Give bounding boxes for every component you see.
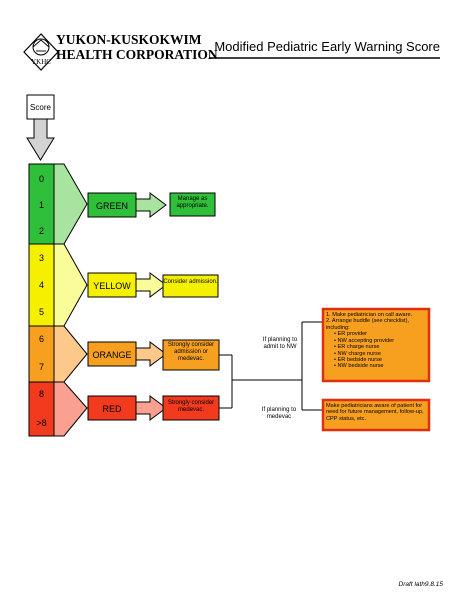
level-label-red: RED bbox=[102, 404, 122, 414]
level-box-yellow bbox=[87, 272, 137, 298]
yellow-funnel-arrow bbox=[53, 243, 88, 327]
admit-huddle-member: • ER provider bbox=[334, 331, 368, 338]
level-label-orange: ORANGE bbox=[92, 350, 131, 360]
action-box-green bbox=[169, 192, 216, 217]
action-text-yellow: Consider admission. bbox=[163, 279, 218, 285]
score-value: 5 bbox=[39, 307, 44, 317]
level-box-red bbox=[87, 395, 137, 421]
red-action-arrow bbox=[135, 395, 167, 421]
admit-huddle-member: • NW charge nurse bbox=[334, 350, 382, 357]
score-block-green bbox=[28, 163, 55, 245]
score-value: 6 bbox=[39, 334, 44, 344]
logo-text: YKHC bbox=[31, 58, 51, 66]
score-value: 3 bbox=[39, 253, 44, 263]
level-label-yellow: YELLOW bbox=[93, 281, 131, 291]
level-label-green: GREEN bbox=[96, 201, 128, 211]
action-text-red: Strongly consider medevac. bbox=[167, 400, 215, 413]
orange-action-arrow bbox=[135, 341, 167, 367]
orange-funnel-arrow bbox=[53, 325, 88, 383]
score-value: 2 bbox=[39, 226, 44, 236]
admit-huddle-member: • ER charge nurse bbox=[334, 344, 380, 351]
level-box-orange bbox=[87, 341, 137, 367]
admit-huddle-member: • NW accepting provider bbox=[334, 337, 395, 344]
org-name-line2: HEALTH CORPORATION bbox=[56, 47, 218, 62]
score-value: 4 bbox=[39, 280, 44, 290]
score-value: 7 bbox=[39, 362, 44, 372]
score-box bbox=[26, 94, 55, 120]
medevac-branch-label: If planning to medevac bbox=[261, 407, 297, 420]
admit-instructions-box bbox=[321, 307, 431, 383]
green-funnel-arrow bbox=[53, 163, 88, 245]
org-name-line1: YUKON-KUSKOKWIM bbox=[56, 32, 202, 47]
score-down-arrow bbox=[26, 118, 55, 161]
page-title: Modified Pediatric Early Warning Score bbox=[214, 39, 440, 54]
score-value: 8 bbox=[39, 389, 44, 399]
action-text-orange: Strongly consider admission or medevac. bbox=[167, 342, 215, 362]
action-text-green: Manage as appropriate. bbox=[176, 196, 209, 209]
admit-instructions-text: 1. Make pediatrician on call aware. 2. A… bbox=[326, 312, 428, 370]
yellow-action-arrow bbox=[135, 272, 167, 298]
admit-step: 2. Arrange huddle (see checklist), inclu… bbox=[326, 318, 410, 331]
action-box-red bbox=[162, 395, 220, 421]
green-action-arrow bbox=[135, 192, 167, 218]
admit-step: 1. Make pediatrician on call aware. bbox=[326, 312, 413, 318]
ykhc-logo: YKHC bbox=[23, 33, 59, 71]
admit-huddle-member: • NW bedside nurse bbox=[334, 363, 384, 370]
red-funnel-arrow bbox=[53, 381, 88, 437]
medevac-instructions-box bbox=[321, 398, 431, 432]
score-value: 0 bbox=[39, 174, 44, 184]
medevac-instructions-text: Make pediatricians aware of patient for … bbox=[326, 403, 424, 422]
score-label: Score bbox=[30, 103, 51, 112]
admit-branch-label: If planning to admit to NW bbox=[262, 337, 298, 350]
action-box-yellow bbox=[162, 274, 219, 298]
draft-footer: Draft lath9.8.15 bbox=[399, 581, 444, 588]
admit-huddle-member: • ER bedside nurse bbox=[334, 356, 382, 363]
score-value: >8 bbox=[36, 418, 46, 428]
score-value: 1 bbox=[39, 200, 44, 210]
